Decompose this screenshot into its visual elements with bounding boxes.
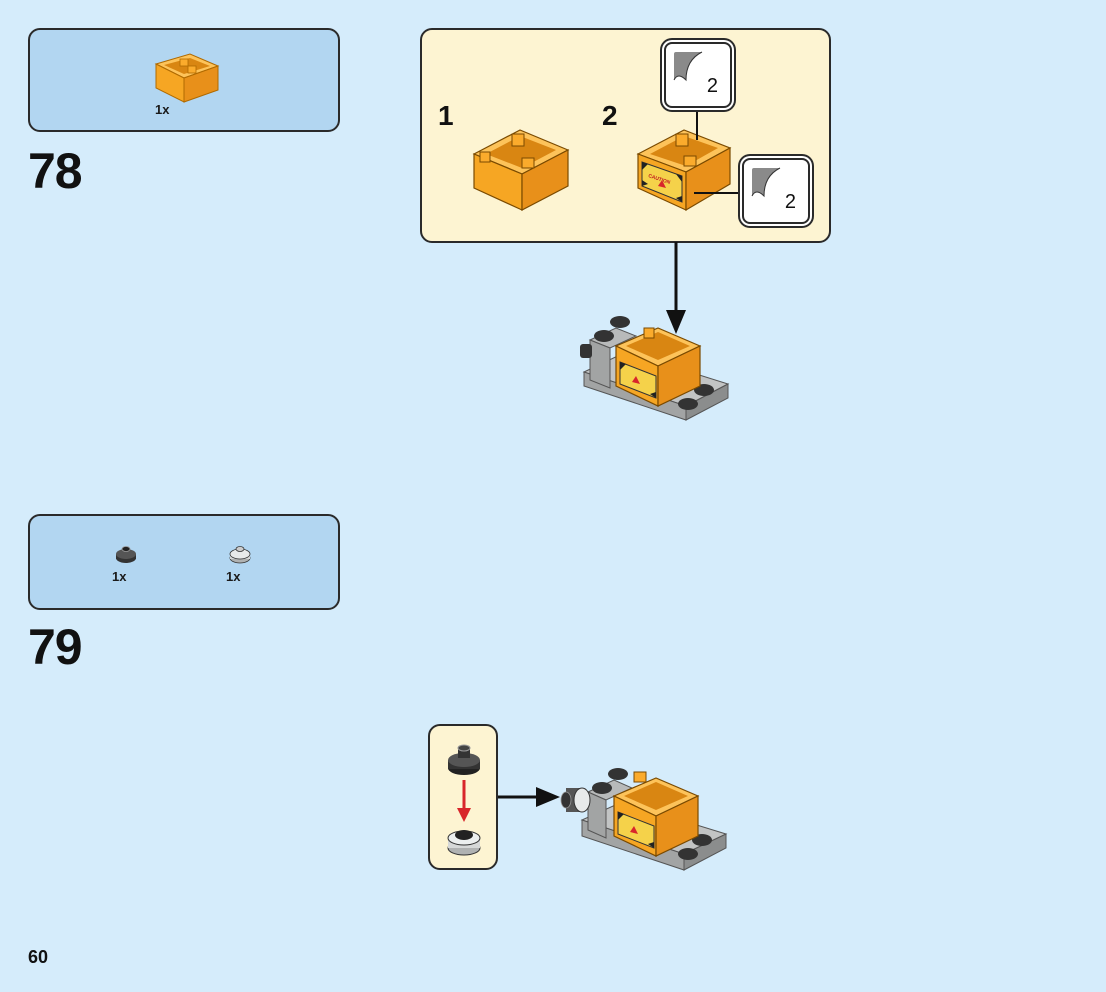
sticker-tag-label: 2 [706, 75, 718, 97]
parts-list-step-78: 1x [28, 28, 340, 132]
sticker-sheet-icon [751, 167, 781, 198]
silver-round-plate-icon [229, 546, 251, 564]
orange-box-brick-icon [154, 53, 220, 103]
part-qty: 1x [112, 569, 127, 584]
sticker-tag-label: 2 [784, 191, 796, 213]
red-down-arrow-icon [457, 780, 471, 822]
part-qty: 1x [226, 569, 241, 584]
subassembly-callout [428, 724, 498, 870]
right-arrow-icon [498, 787, 560, 807]
sticker-sheet-icon [673, 51, 703, 82]
sticker-tag: 2 [742, 158, 810, 224]
black-round-plate-icon [448, 744, 480, 775]
silver-round-plate-icon [447, 830, 481, 856]
substep-callout: 1 2 CAUTION 2 [420, 28, 831, 243]
connector-line [694, 192, 746, 194]
black-round-plate-icon [116, 546, 136, 563]
step-number: 79 [28, 619, 83, 675]
page-number: 60 [28, 947, 49, 967]
orange-box-brick-with-sticker-icon: CAUTION [636, 129, 732, 212]
down-arrow-icon [666, 242, 686, 334]
sticker-tag: 2 [664, 42, 732, 108]
part-qty: 1x [155, 102, 170, 117]
substep-number-1: 1 [438, 100, 454, 131]
parts-list-step-79: 1x 1x [28, 514, 340, 610]
step-number: 78 [28, 143, 83, 199]
substep-number-2: 2 [602, 100, 618, 131]
vehicle-model-step-79 [560, 768, 728, 871]
vehicle-model-step-78 [580, 316, 730, 421]
orange-box-brick-icon [472, 129, 570, 211]
connector-line [696, 108, 698, 140]
